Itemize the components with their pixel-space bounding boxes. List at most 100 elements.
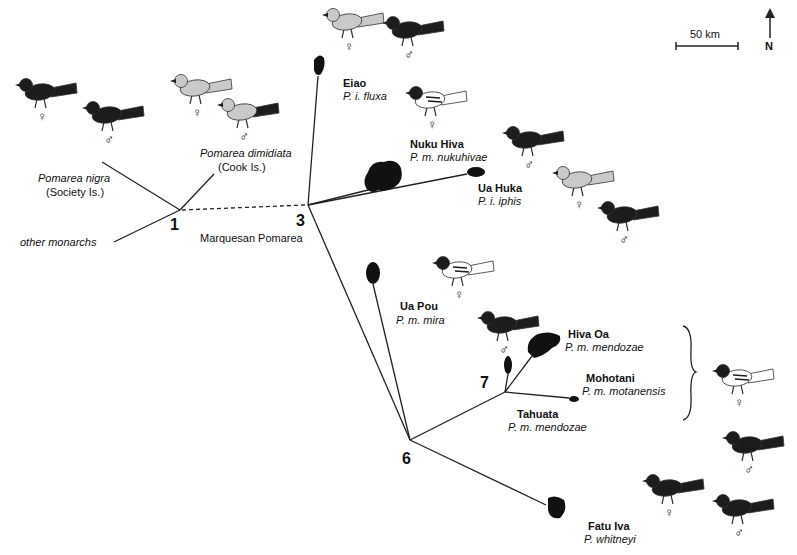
branch xyxy=(410,392,505,440)
bird-wing-mark xyxy=(735,379,749,380)
bird-figure xyxy=(15,79,77,109)
bird-beak xyxy=(405,91,411,95)
sex-symbol: ♂ xyxy=(104,133,114,147)
sex-symbol: ♂ xyxy=(619,233,629,247)
bird-wing-mark xyxy=(428,101,442,102)
branch xyxy=(505,374,508,392)
bird-beak xyxy=(552,171,558,175)
bracket xyxy=(683,326,696,420)
bird-figure xyxy=(552,167,614,197)
taxon-name: P. m. mendozae xyxy=(565,341,644,354)
bird-beak xyxy=(217,103,223,107)
bird-head xyxy=(387,17,400,30)
branch xyxy=(308,76,318,205)
taxon-name: P. m. mira xyxy=(396,314,445,327)
bird-leg xyxy=(671,495,673,504)
dashed-branch xyxy=(182,205,305,210)
island-name: Nuku Hiva xyxy=(410,138,464,151)
node-number: 1 xyxy=(170,216,179,234)
bird-wing-mark xyxy=(453,267,467,268)
sex-symbol: ♀ xyxy=(734,396,744,410)
island-eiao xyxy=(314,55,325,74)
island-nuku-hiva xyxy=(364,161,401,192)
bird-beak xyxy=(82,106,88,110)
bird-beak xyxy=(642,479,648,483)
island-fatu-iva xyxy=(548,496,565,518)
locality: (Cook Is.) xyxy=(218,161,266,174)
island-silhouettes xyxy=(314,55,579,518)
island-name: Mohotani xyxy=(586,372,635,385)
north-label: N xyxy=(765,40,773,53)
bird-head xyxy=(20,79,33,92)
island-name: Eiao xyxy=(343,77,366,90)
island-mohotani xyxy=(569,396,579,402)
bird-figure xyxy=(642,475,704,505)
bird-head xyxy=(647,475,660,488)
taxon-name: P. i. iphis xyxy=(478,195,521,208)
bird-head xyxy=(327,9,340,22)
island-ua-pou xyxy=(366,262,380,284)
island-tahuata xyxy=(504,356,512,374)
bird-wing-mark xyxy=(733,375,747,376)
bird-head xyxy=(557,167,570,180)
scale-bar-tick xyxy=(737,42,739,50)
sex-symbol: ♂ xyxy=(734,526,744,540)
clade-label: Marquesan Pomarea xyxy=(200,232,303,245)
node-number: 7 xyxy=(480,374,489,392)
bird-illustrations xyxy=(15,9,784,525)
sex-symbol: ♀ xyxy=(192,106,202,120)
bird-leg xyxy=(44,99,46,108)
branch xyxy=(102,162,180,210)
bird-wing-mark xyxy=(426,97,440,98)
bird-beak xyxy=(15,83,21,87)
branch xyxy=(505,392,569,398)
bird-beak xyxy=(170,79,176,83)
bird-figure xyxy=(477,312,539,342)
bird-head xyxy=(727,432,740,445)
species-name: Pomarea nigra xyxy=(38,172,110,185)
taxon-name: P. m. mendozae xyxy=(508,421,587,434)
island-hiva-oa xyxy=(528,332,561,358)
bird-figure xyxy=(217,99,279,129)
bird-leg xyxy=(531,147,533,156)
bird-leg xyxy=(741,385,743,394)
bird-figure xyxy=(502,127,564,157)
bird-figure xyxy=(597,202,659,232)
island-name: Hiva Oa xyxy=(568,328,609,341)
bird-leg xyxy=(246,119,248,128)
sex-symbol: ♂ xyxy=(499,343,509,357)
north-arrow xyxy=(765,8,775,38)
scale-bar-tick xyxy=(675,42,677,50)
bird-head xyxy=(87,102,100,115)
bird-leg xyxy=(461,277,463,286)
bird-figure xyxy=(722,432,784,462)
bird-leg xyxy=(434,107,436,116)
bird-figure xyxy=(432,257,494,287)
sex-symbol: ♀ xyxy=(664,506,674,520)
island-name: Ua Pou xyxy=(400,300,438,313)
bird-head xyxy=(175,75,188,88)
node-number: 3 xyxy=(296,212,305,230)
sex-symbol: ♂ xyxy=(524,158,534,172)
bird-beak xyxy=(432,261,438,265)
bird-wing-mark xyxy=(455,271,469,272)
bird-head xyxy=(602,202,615,215)
bird-leg xyxy=(626,222,628,231)
bird-head xyxy=(717,365,730,378)
taxon-name: P. i. fluxa xyxy=(343,90,387,103)
bird-beak xyxy=(597,206,603,210)
bird-beak xyxy=(712,369,718,373)
bird-beak xyxy=(722,436,728,440)
sex-symbol: ♀ xyxy=(427,118,437,132)
north-arrow-head xyxy=(765,8,775,18)
bird-leg xyxy=(506,332,508,341)
bird-head xyxy=(222,99,235,112)
bird-figure xyxy=(405,87,467,117)
bird-leg xyxy=(111,122,113,131)
bird-head xyxy=(717,495,730,508)
bird-head xyxy=(410,87,423,100)
taxon-name: P. whitneyi xyxy=(584,533,636,546)
bird-beak xyxy=(322,13,328,17)
taxon-label: other monarchs xyxy=(20,236,96,249)
